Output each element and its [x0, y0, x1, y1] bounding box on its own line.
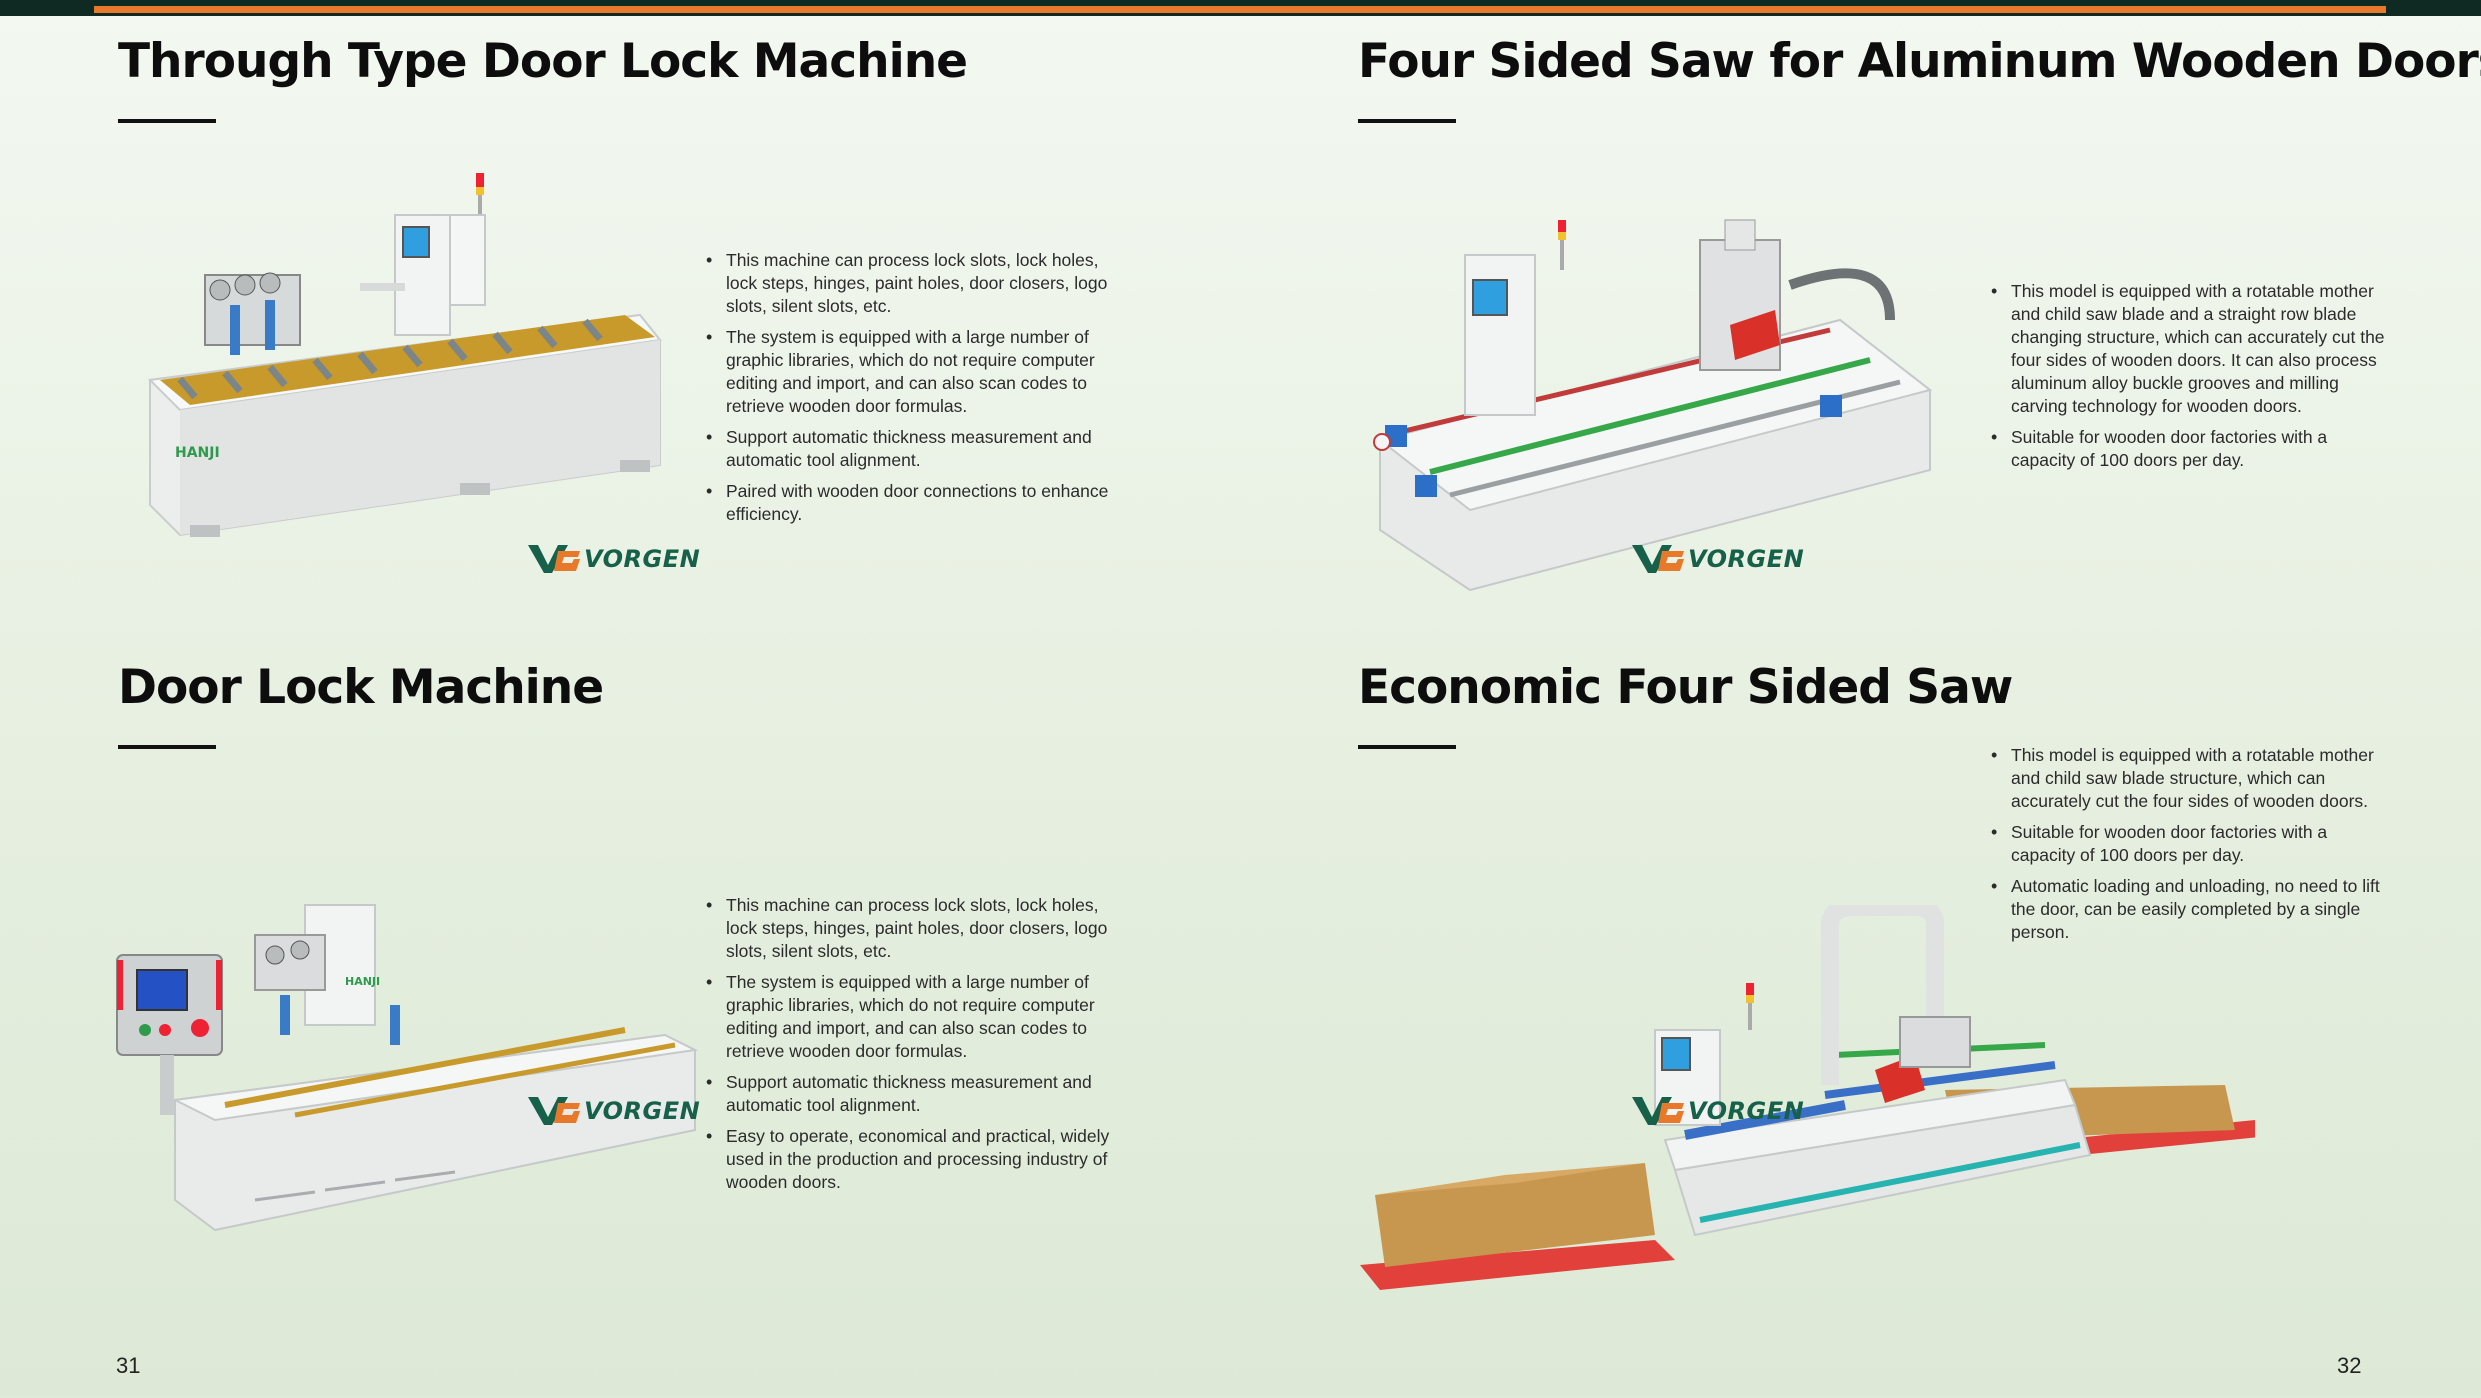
bullet-item: Automatic loading and unloading, no need…: [1991, 875, 2391, 944]
four-sided-saw-aluminum-bullets: This model is equipped with a rotatable …: [1991, 280, 2391, 480]
four-sided-saw-aluminum-image: [1373, 219, 1933, 592]
economic-four-sided-saw-bullets: This model is equipped with a rotatable …: [1991, 744, 2391, 952]
top-bar-accent: [94, 6, 2386, 13]
page-number-left: 31: [116, 1353, 141, 1378]
title-underline: [1358, 745, 1456, 749]
title-underline: [118, 745, 216, 749]
vorgen-logo-icon: [1632, 545, 1684, 573]
vorgen-logo-text: VORGEN: [1688, 545, 1805, 573]
through-type-machine-image: HANJI: [147, 173, 662, 537]
page-number-right: 32: [2337, 1353, 2362, 1378]
section-title-economic-four-sided-saw: Economic Four Sided Saw: [1358, 660, 2013, 715]
bullet-item: The system is equipped with a large numb…: [706, 971, 1126, 1063]
bullet-item: This model is equipped with a rotatable …: [1991, 280, 2391, 418]
section-title-door-lock-machine: Door Lock Machine: [118, 660, 604, 715]
bullet-item: Paired with wooden door connections to e…: [706, 480, 1126, 526]
title-underline: [118, 119, 216, 123]
section-title-four-sided-saw-aluminum: Four Sided Saw for Aluminum Wooden Doors: [1358, 34, 2481, 89]
bullet-item: This machine can process lock slots, loc…: [706, 249, 1126, 318]
bullet-item: Suitable for wooden door factories with …: [1991, 821, 2391, 867]
title-underline: [1358, 119, 1456, 123]
machine-brand-mark: HANJI: [345, 975, 380, 988]
vorgen-logo-icon: [528, 1097, 580, 1125]
bullet-item: Support automatic thickness measurement …: [706, 426, 1126, 472]
bullet-item: The system is equipped with a large numb…: [706, 326, 1126, 418]
vorgen-logo: VORGEN: [1632, 543, 1804, 575]
bullet-item: Suitable for wooden door factories with …: [1991, 426, 2391, 472]
bullet-item: Easy to operate, economical and practica…: [706, 1125, 1126, 1194]
vorgen-logo-text: VORGEN: [584, 1097, 701, 1125]
bullet-item: This model is equipped with a rotatable …: [1991, 744, 2391, 813]
bullet-item: Support automatic thickness measurement …: [706, 1071, 1126, 1117]
bullet-item: This machine can process lock slots, loc…: [706, 894, 1126, 963]
through-type-bullets: This machine can process lock slots, loc…: [706, 249, 1126, 534]
vorgen-logo: VORGEN: [528, 1095, 700, 1127]
vorgen-logo-icon: [528, 545, 580, 573]
section-title-through-type: Through Type Door Lock Machine: [118, 34, 968, 89]
vorgen-logo: VORGEN: [1632, 1095, 1804, 1127]
vorgen-logo-icon: [1632, 1097, 1684, 1125]
economic-four-sided-saw-image: [1360, 905, 2255, 1290]
vorgen-logo-text: VORGEN: [1688, 1097, 1805, 1125]
door-lock-machine-image: HANJI: [116, 904, 699, 1232]
machine-brand-mark: HANJI: [175, 445, 220, 461]
vorgen-logo: VORGEN: [528, 543, 700, 575]
door-lock-machine-bullets: This machine can process lock slots, loc…: [706, 894, 1126, 1202]
vorgen-logo-text: VORGEN: [584, 545, 701, 573]
